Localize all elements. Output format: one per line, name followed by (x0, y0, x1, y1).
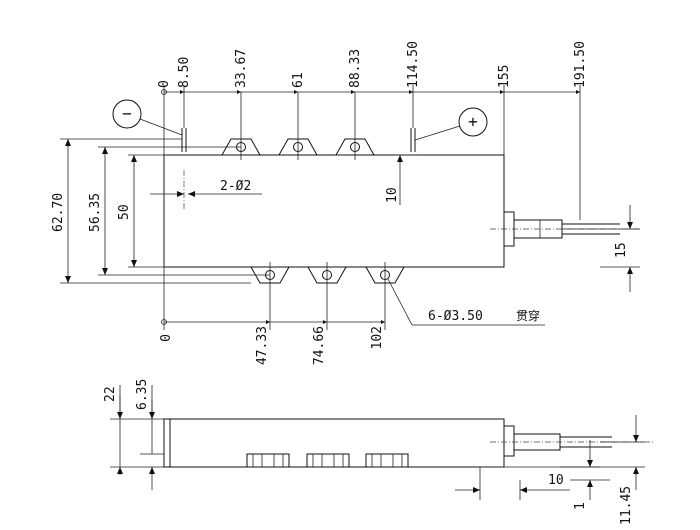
polarity-negative: − (122, 104, 132, 123)
side-tab-2 (306, 453, 350, 468)
dim-x-191-50: 191.50 (573, 41, 588, 88)
polarity-positive: + (468, 112, 478, 131)
dim-x-33-67: 33.67 (234, 49, 249, 88)
dim-bx-0: 0 (156, 334, 171, 342)
dim-side-11-45: 11.45 (619, 486, 634, 525)
hole-note: 贯穿 (516, 308, 540, 323)
dim-bx-47-33: 47.33 (255, 326, 270, 365)
dim-bx-74-66: 74.66 (312, 326, 327, 365)
dim-x-88-33: 88.33 (348, 49, 363, 88)
dim-side-22: 22 (103, 386, 118, 402)
negative-terminal-icon (112, 99, 142, 129)
dim-x-155: 155 (497, 65, 512, 88)
dim-side-6-35: 6.35 (135, 379, 150, 410)
dim-x-8-50: 8.50 (177, 57, 192, 88)
side-tab-1 (246, 453, 290, 468)
dim-y-50: 50 (117, 204, 132, 220)
positive-terminal-icon (458, 107, 488, 137)
dim-pin-height: 10 (385, 187, 400, 203)
module-body (163, 154, 505, 268)
dim-side-1: 1 (573, 502, 588, 510)
dim-y-62-70: 62.70 (51, 193, 66, 232)
dim-fiber-offset: 15 (614, 242, 629, 258)
dim-x-114-50: 114.50 (406, 41, 421, 88)
top-view: − + 0 8.50 33.67 61 88.33 114.50 155 191… (51, 41, 640, 365)
side-tab-3 (365, 453, 409, 468)
dim-x-61: 61 (291, 72, 306, 88)
side-fiber-flange (503, 425, 515, 457)
hole-spec-large: 6-Ø3.50 (428, 309, 483, 324)
dim-side-10: 10 (548, 473, 564, 488)
side-view: 22 6.35 10 1 11.45 (103, 379, 655, 525)
hole-spec-small: 2-Ø2 (220, 179, 251, 194)
dim-y-56-35: 56.35 (88, 193, 103, 232)
dim-x-0: 0 (157, 80, 172, 88)
dim-bx-102: 102 (370, 326, 385, 349)
